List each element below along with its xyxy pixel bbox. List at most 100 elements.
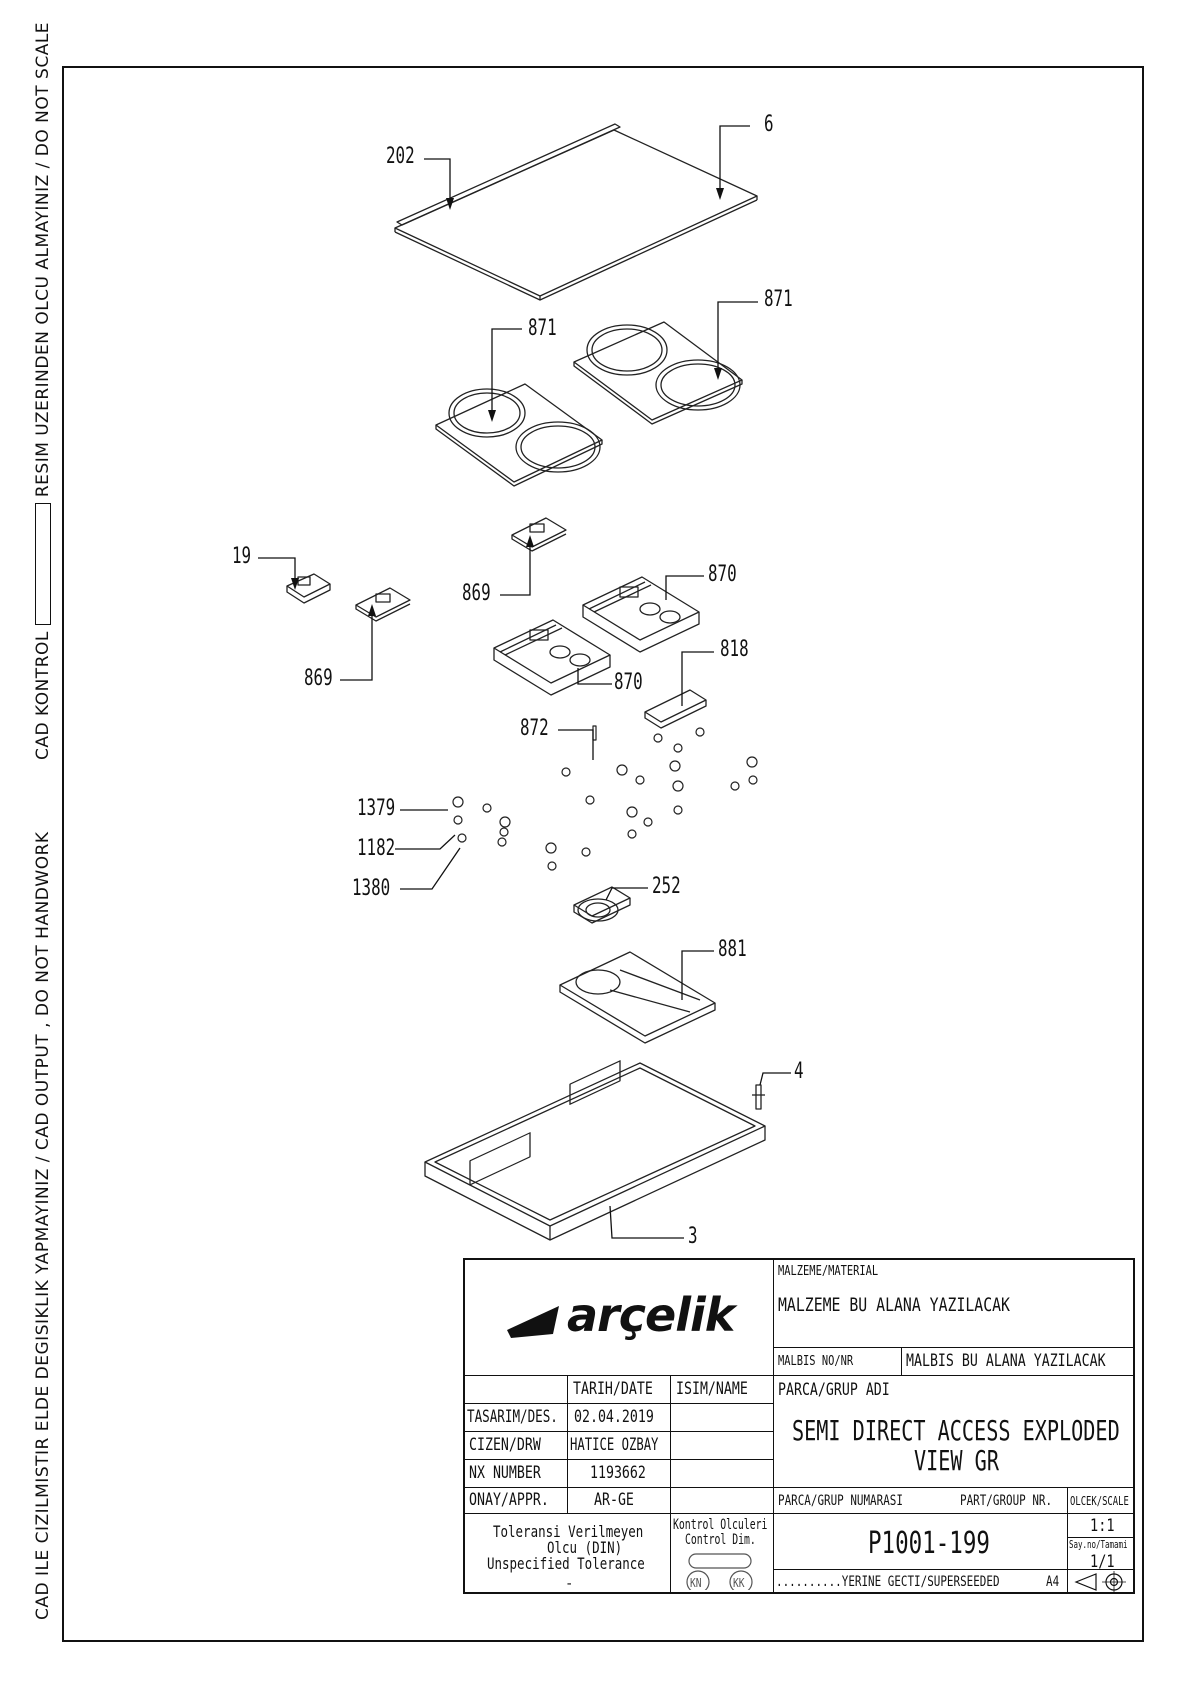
callout-870-left: 870 bbox=[614, 670, 643, 695]
drawn-name: HATICE OZBAY bbox=[570, 1435, 659, 1455]
sheet-value-cell: 1/1 bbox=[1068, 1554, 1135, 1570]
malbis-label: MALBIS NO/NR bbox=[778, 1354, 854, 1369]
approval-value-cell: AR-GE bbox=[568, 1488, 671, 1514]
callout-6: 6 bbox=[764, 112, 774, 137]
callout-3: 3 bbox=[688, 1224, 698, 1249]
header-blank bbox=[465, 1376, 568, 1404]
part-name-cell: PARCA/GRUP ADI SEMI DIRECT ACCESS EXPLOD… bbox=[774, 1376, 1135, 1488]
drawn-sign-cell bbox=[671, 1432, 774, 1460]
projection-cell bbox=[1068, 1570, 1135, 1594]
logo-cell: arçelik bbox=[465, 1260, 774, 1376]
control-cell: Kontrol Olculeri Control Dim. KN KK bbox=[671, 1514, 774, 1594]
tolerance-value: - bbox=[565, 1576, 574, 1592]
sheet-value: 1/1 bbox=[1090, 1554, 1115, 1570]
arcelik-logo-icon bbox=[507, 1306, 559, 1338]
callout-1182: 1182 bbox=[357, 836, 396, 861]
approval-value: AR-GE bbox=[594, 1490, 634, 1510]
kn-circle-icon bbox=[686, 1570, 710, 1590]
scale-label: OLCEK/SCALE bbox=[1070, 1494, 1129, 1508]
designer-label-cell: TASARIM/DES. bbox=[465, 1404, 568, 1432]
oval-symbol-icon bbox=[688, 1553, 752, 1569]
drawing-frame bbox=[62, 66, 1144, 1642]
part-number-label: PARCA/GRUP NUMARASI bbox=[778, 1493, 903, 1509]
designer-name-cell bbox=[671, 1404, 774, 1432]
callout-870-right: 870 bbox=[708, 562, 737, 587]
date-header: TARIH/DATE bbox=[573, 1379, 653, 1399]
drawn-name-cell: HATICE OZBAY bbox=[568, 1432, 671, 1460]
part-name-label: PARCA/GRUP ADI bbox=[778, 1380, 890, 1400]
callout-871-left: 871 bbox=[528, 316, 557, 341]
frame-strip-part-202 bbox=[396, 123, 621, 226]
nx-label: NX NUMBER bbox=[469, 1463, 541, 1483]
part-number-label-en: PART/GROUP NR. bbox=[960, 1493, 1053, 1509]
scale-value-cell: 1:1 bbox=[1068, 1514, 1135, 1538]
nx-label-cell: NX NUMBER bbox=[465, 1460, 568, 1488]
arrow-heads bbox=[291, 188, 724, 616]
callout-1380: 1380 bbox=[352, 876, 391, 901]
nx-value-cell: 1193662 bbox=[568, 1460, 671, 1488]
paper-size: A4 bbox=[1046, 1574, 1060, 1590]
part-number-label-cell: PARCA/GRUP NUMARASI PART/GROUP NR. bbox=[774, 1488, 1068, 1514]
material-cell: MALZEME/MATERIAL MALZEME BU ALANA YAZILA… bbox=[774, 1260, 1135, 1348]
designer-label: TASARIM/DES. bbox=[467, 1407, 558, 1427]
scale-value: 1:1 bbox=[1090, 1516, 1115, 1536]
tolerance-line2: Olcu (DIN) bbox=[547, 1538, 623, 1557]
projection-symbol-icon bbox=[1074, 1571, 1126, 1593]
clip-part-4 bbox=[752, 1084, 765, 1110]
bottom-housing-part-3 bbox=[424, 1060, 766, 1241]
callout-871-right: 871 bbox=[764, 287, 793, 312]
kk-circle-icon bbox=[729, 1570, 753, 1590]
kn-label: KN bbox=[690, 1576, 702, 1590]
name-header-cell: ISIM/NAME bbox=[671, 1376, 774, 1404]
name-header: ISIM/NAME bbox=[676, 1379, 748, 1399]
callout-872: 872 bbox=[520, 716, 549, 741]
callout-252: 252 bbox=[652, 874, 681, 899]
callout-202: 202 bbox=[386, 144, 415, 169]
nx-blank-cell bbox=[671, 1460, 774, 1488]
callout-869-left: 869 bbox=[304, 666, 333, 691]
glass-top-part-6 bbox=[394, 123, 758, 301]
material-value: MALZEME BU ALANA YAZILACAK bbox=[778, 1294, 1010, 1316]
approval-blank-cell bbox=[671, 1488, 774, 1514]
drawn-label: CIZEN/DRW bbox=[469, 1435, 541, 1455]
malbis-value-cell: MALBIS BU ALANA YAZILACAK bbox=[902, 1348, 1135, 1376]
callout-4: 4 bbox=[794, 1059, 804, 1084]
part-number: P1001-199 bbox=[868, 1526, 990, 1561]
part-number-cell: P1001-199 bbox=[774, 1514, 1068, 1570]
fan-part-252 bbox=[573, 886, 631, 924]
coil-plate-right-part-871 bbox=[573, 321, 743, 425]
sheet-label-cell: Say.no/Tamami bbox=[1068, 1538, 1135, 1554]
kk-label: KK bbox=[733, 1576, 745, 1590]
part-name-line1: SEMI DIRECT ACCESS EXPLODED bbox=[792, 1414, 1120, 1447]
base-frame-part-881 bbox=[559, 951, 716, 1044]
callout-881: 881 bbox=[718, 937, 747, 962]
pcb-left-part-869 bbox=[355, 587, 411, 622]
power-board-right-part-870 bbox=[582, 576, 700, 653]
callout-19: 19 bbox=[232, 544, 252, 569]
callout-1379: 1379 bbox=[357, 796, 396, 821]
material-label: MALZEME/MATERIAL bbox=[778, 1264, 879, 1279]
sheet-label: Say.no/Tamami bbox=[1069, 1538, 1128, 1551]
tolerance-cell: Toleransi Verilmeyen Olcu (DIN) Unspecif… bbox=[465, 1514, 671, 1594]
part-name-line2: VIEW GR bbox=[914, 1444, 999, 1477]
pcb-top-part-869 bbox=[511, 517, 567, 552]
approval-label-cell: ONAY/APPR. bbox=[465, 1488, 568, 1514]
scale-label-cell: OLCEK/SCALE bbox=[1068, 1488, 1135, 1514]
approval-label: ONAY/APPR. bbox=[469, 1490, 549, 1510]
callout-869-top: 869 bbox=[462, 581, 491, 606]
control-line1: Kontrol Olculeri bbox=[673, 1517, 768, 1533]
control-symbols bbox=[686, 1553, 753, 1590]
power-board-left-part-870 bbox=[493, 619, 611, 696]
designer-date-cell: 02.04.2019 bbox=[568, 1404, 671, 1432]
superseded-cell: ..........YERINE GECTI/SUPERSEEDED A4 bbox=[774, 1570, 1068, 1594]
malbis-value: MALBIS BU ALANA YAZILACAK bbox=[906, 1351, 1106, 1371]
tolerance-line1: Toleransi Verilmeyen bbox=[493, 1522, 644, 1541]
designer-date: 02.04.2019 bbox=[574, 1407, 654, 1427]
callout-818: 818 bbox=[720, 637, 749, 662]
date-header-cell: TARIH/DATE bbox=[568, 1376, 671, 1404]
tolerance-line3: Unspecified Tolerance bbox=[487, 1554, 645, 1573]
nx-value: 1193662 bbox=[590, 1463, 646, 1483]
drawn-label-cell: CIZEN/DRW bbox=[465, 1432, 568, 1460]
arcelik-logo: arçelik bbox=[567, 1288, 735, 1342]
